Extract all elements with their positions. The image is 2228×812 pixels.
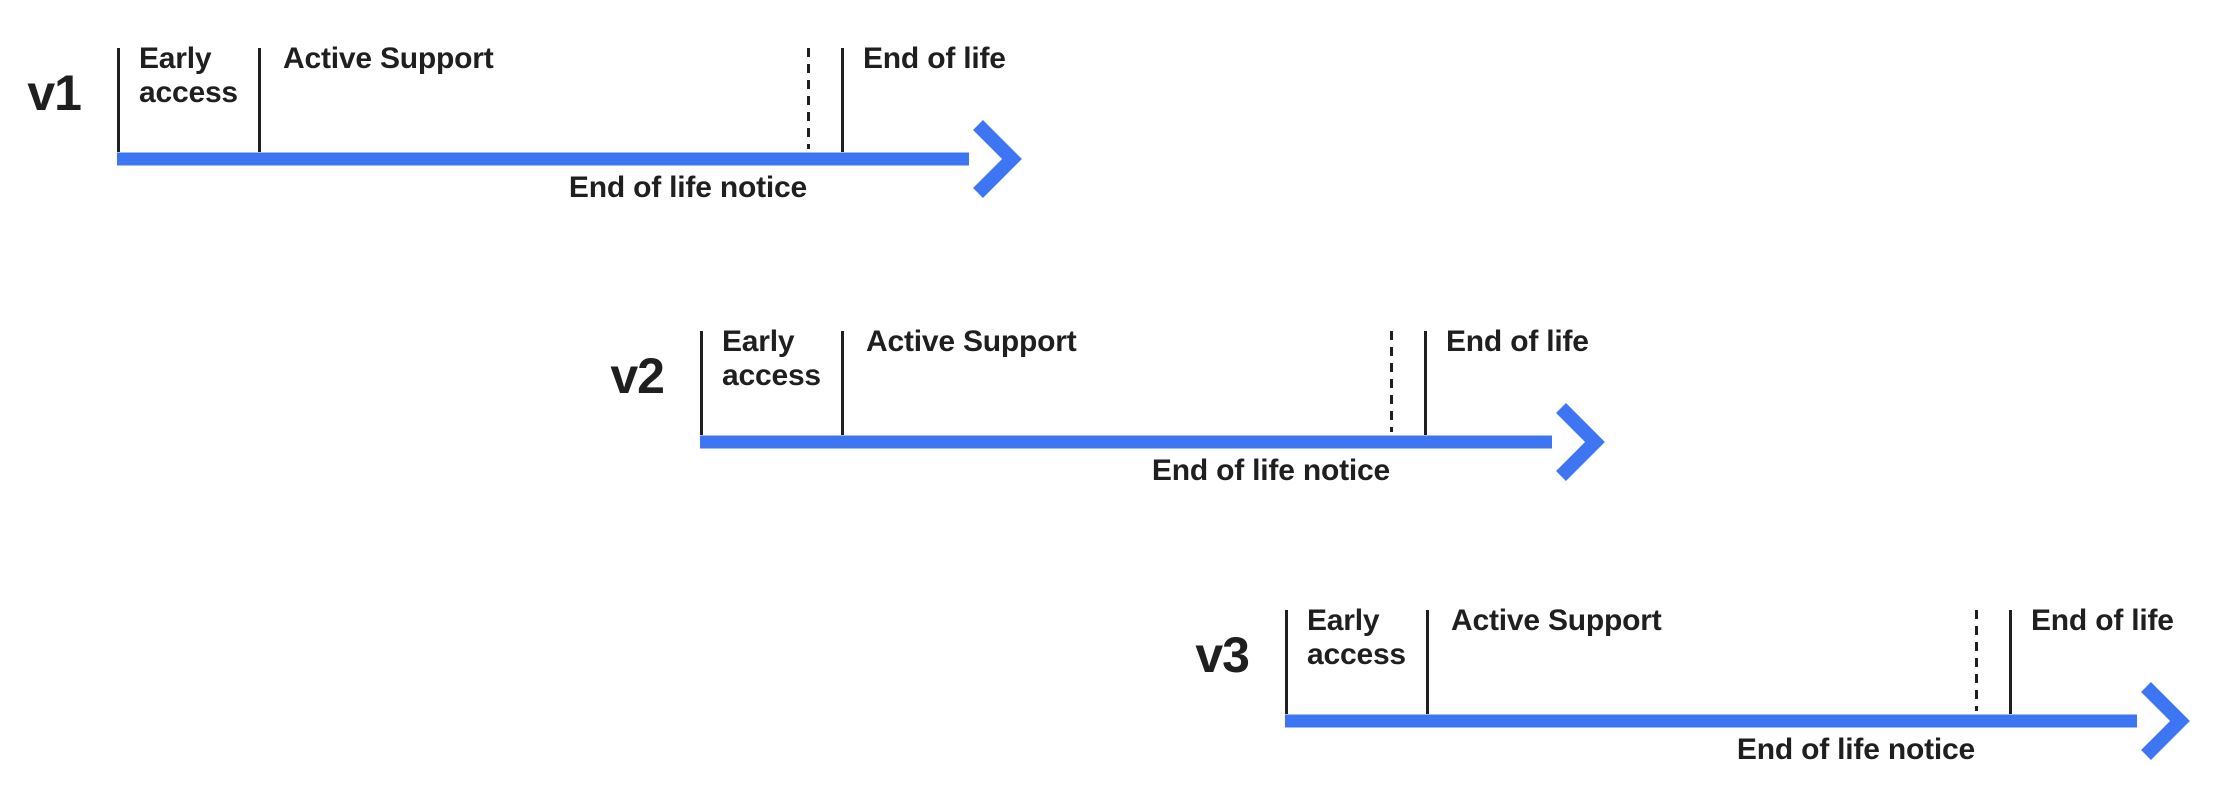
end-of-life-label: End of life <box>2031 604 2174 637</box>
timeline-arrow <box>700 403 1605 481</box>
active-support-tick <box>258 48 261 152</box>
eol-notice-dashed-line <box>1390 331 1393 432</box>
active-support-label: Active Support <box>1451 604 1662 637</box>
end-of-life-tick <box>1424 331 1427 435</box>
arrow-head-icon <box>2141 682 2190 760</box>
version-label: v1 <box>27 65 82 121</box>
version-label: v2 <box>610 348 665 404</box>
active-support-label: Active Support <box>283 42 494 75</box>
end-of-life-label: End of life <box>863 42 1006 75</box>
active-support-tick <box>1426 610 1429 714</box>
arrow-head-icon <box>1556 403 1605 481</box>
release-tick <box>700 331 703 435</box>
end-of-life-label: End of life <box>1446 325 1589 358</box>
release-tick <box>117 48 120 152</box>
eol-notice-label: End of life notice <box>1736 733 1975 766</box>
eol-notice-dashed-line <box>1975 610 1978 711</box>
end-of-life-tick <box>2009 610 2012 714</box>
version-label: v3 <box>1195 627 1250 683</box>
active-support-label: Active Support <box>866 325 1077 358</box>
early-access-label: Early access <box>139 42 238 109</box>
early-access-label: Early access <box>722 325 821 392</box>
eol-notice-dashed-line <box>807 48 810 149</box>
active-support-tick <box>841 331 844 435</box>
eol-notice-label: End of life notice <box>568 171 807 204</box>
release-tick <box>1285 610 1288 714</box>
timeline-arrow <box>117 120 1022 198</box>
arrow-head-icon <box>973 120 1022 198</box>
timeline-row-v3: v3 Early access Active Support End of li… <box>1195 604 2225 810</box>
timeline-row-v1: v1 Early access Active Support End of li… <box>27 42 1057 248</box>
early-access-label: Early access <box>1307 604 1406 671</box>
timeline-arrow <box>1285 682 2190 760</box>
end-of-life-tick <box>841 48 844 152</box>
eol-notice-label: End of life notice <box>1151 454 1390 487</box>
timeline-row-v2: v2 Early access Active Support End of li… <box>610 325 1640 531</box>
